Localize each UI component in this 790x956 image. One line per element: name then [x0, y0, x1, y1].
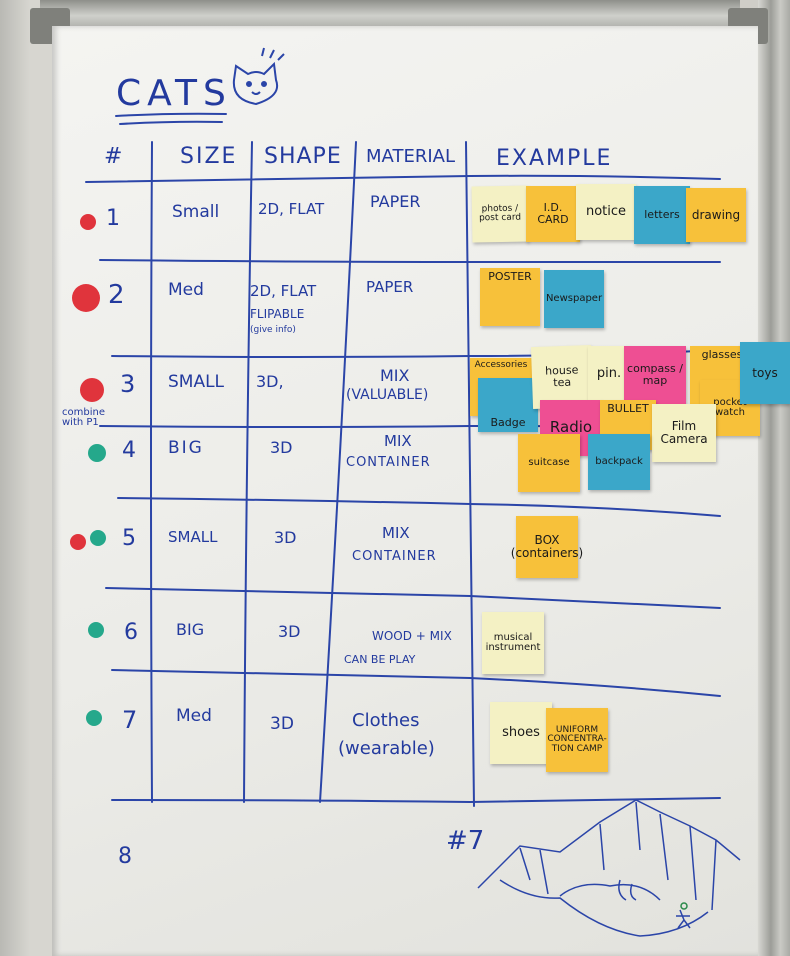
green-vote-dot	[86, 710, 102, 726]
row-5-shape: 3D	[274, 528, 297, 547]
board-title: CATS	[116, 73, 232, 114]
combine-note: combine with P1	[62, 407, 105, 428]
header-example: EXAMPLE	[496, 146, 613, 171]
sticky-note: I.D. CARD	[526, 186, 580, 242]
sticky-note: backpack	[588, 434, 650, 490]
sticky-note: compass / map	[624, 346, 686, 404]
row-2-shape-detail: FLIPABLE	[250, 307, 305, 321]
row-1-shape: 2D, FLAT	[258, 200, 325, 218]
whiteboard-right-frame	[758, 0, 790, 956]
sticky-note: suitcase	[518, 434, 580, 492]
green-vote-dot	[88, 622, 104, 638]
row-6-size: BIG	[176, 620, 205, 639]
green-vote-dot	[88, 444, 106, 462]
row-2-number: 2	[108, 280, 125, 310]
row-3-size: SMALL	[168, 372, 225, 392]
row-4-material-detail: CONTAINER	[346, 455, 431, 470]
red-vote-dot	[72, 284, 100, 312]
sticky-note: musical instrument	[482, 612, 544, 674]
whiteboard-top-rail	[40, 0, 740, 26]
header-number: #	[104, 144, 123, 169]
row-2-size: Med	[168, 280, 204, 300]
row-7-number: 7	[122, 706, 138, 734]
row-4-size: BIG	[168, 438, 204, 458]
red-vote-dot	[80, 378, 104, 402]
header-material: MATERIAL	[366, 146, 455, 167]
row-5-material-detail: CONTAINER	[352, 549, 437, 564]
row-4-material: MIX	[384, 432, 412, 450]
row-6-material-detail: CAN BE PLAY	[344, 653, 416, 666]
row-3-material: MIX	[380, 366, 410, 385]
sticky-note: photos / post card	[471, 185, 529, 243]
row-5-number: 5	[122, 526, 136, 551]
row-3-shape: 3D,	[256, 372, 284, 391]
red-vote-dot	[70, 534, 86, 550]
sticky-note: Badge	[478, 378, 538, 432]
row-8-number: 8	[118, 844, 132, 869]
row-2-shape-note: (give info)	[250, 325, 296, 335]
header-size: SIZE	[180, 144, 238, 169]
sticky-note: letters	[634, 186, 690, 244]
row-3-number: 3	[120, 370, 136, 398]
row-6-material: WOOD + MIX	[372, 629, 452, 643]
cat-doodle-icon	[232, 47, 285, 106]
green-vote-dot	[90, 530, 106, 546]
row-6-shape: 3D	[278, 622, 301, 641]
sticky-note: Newspaper	[544, 270, 604, 328]
row-7-material-detail: (wearable)	[338, 738, 435, 759]
row-2-shape: 2D, FLAT	[250, 282, 317, 300]
row-6-number: 6	[124, 620, 138, 645]
row-1-size: Small	[172, 202, 220, 222]
sticky-note: notice	[576, 184, 636, 240]
row-7-material: Clothes	[352, 710, 420, 731]
row-3-material-detail: (VALUABLE)	[346, 387, 429, 403]
red-vote-dot	[80, 214, 96, 230]
sticky-note: POSTER	[480, 268, 540, 326]
row-2-material: PAPER	[366, 278, 414, 296]
sticky-note: BOX (containers)	[511, 516, 583, 578]
sticky-note: pin.	[588, 346, 630, 402]
sticky-note: shoes	[490, 702, 552, 764]
sticky-note: drawing	[686, 188, 746, 242]
sticky-note: Film Camera	[652, 404, 716, 462]
row-5-size: SMALL	[168, 528, 218, 546]
sketch-label: #7	[446, 826, 485, 856]
sticky-note: UNIFORM CONCENTRA- TION CAMP	[546, 708, 608, 772]
row-4-shape: 3D	[270, 438, 293, 457]
row-5-material: MIX	[382, 524, 410, 542]
row-1-material: PAPER	[370, 192, 421, 211]
row-1-number: 1	[106, 206, 120, 231]
row-4-number: 4	[122, 438, 136, 463]
header-shape: SHAPE	[264, 144, 342, 169]
sticky-note: toys	[740, 342, 790, 404]
mountain-sketch	[477, 799, 741, 937]
row-7-size: Med	[176, 706, 212, 726]
row-7-shape: 3D	[270, 714, 294, 734]
